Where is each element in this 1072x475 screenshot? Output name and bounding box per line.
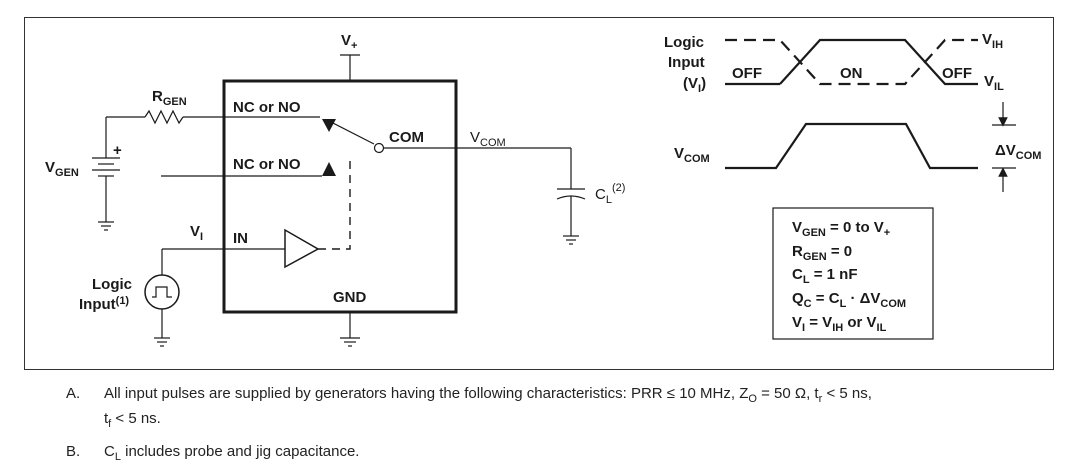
test-circuit-diagram: V+ GND NC or NO NC or NO COM IN RGEN VCO…: [45, 31, 1041, 347]
rgen-label: RGEN: [152, 88, 187, 108]
timing-logic-label-2: Input: [668, 54, 705, 71]
off-right-label: OFF: [942, 65, 972, 82]
delta-vcom-arrows: [992, 102, 1016, 192]
vgen-label: VGEN: [45, 159, 79, 179]
logic-input-source: [144, 248, 285, 347]
vgen-source: [92, 117, 120, 231]
timing-logic-label-3: (VI): [683, 75, 706, 95]
contact-top-triangle: [322, 119, 336, 132]
condition-cl: CL = 1 nF: [792, 266, 858, 286]
note-a: A. All input pulses are supplied by gene…: [66, 384, 1046, 434]
battery-plus-sign: +: [113, 142, 122, 159]
figure-frame: [24, 17, 1054, 370]
note-a-text: All input pulses are supplied by generat…: [104, 385, 872, 430]
logic-input-label-line1: Logic: [92, 276, 132, 293]
driver-buffer-triangle: [284, 228, 320, 269]
ic-ground-symbol: [340, 312, 360, 347]
delta-vcom-label: ΔVCOM: [995, 142, 1041, 162]
contact-bottom-triangle: [322, 162, 336, 176]
off-left-label: OFF: [732, 65, 762, 82]
vil-label: VIL: [984, 73, 1004, 93]
note-b-text: CL includes probe and jig capacitance.: [104, 443, 360, 463]
timing-vcom-label: VCOM: [674, 145, 710, 165]
load-capacitor: [556, 148, 586, 245]
test-conditions-box: [772, 207, 934, 340]
logic-input-label-line2: Input(1): [79, 295, 129, 313]
supply-label: V+: [341, 32, 357, 52]
condition-vi: VI = VIH or VIL: [792, 314, 887, 334]
rgen-resistor: [106, 109, 320, 125]
switch-ic-box: [222, 79, 458, 314]
note-b-letter: B.: [66, 443, 81, 460]
gnd-pin-label: GND: [333, 289, 367, 306]
note-b: B. CL includes probe and jig capacitance…: [66, 442, 1046, 467]
vi-label: VI: [190, 223, 203, 243]
condition-rgen: RGEN = 0: [792, 243, 852, 263]
in-pin-label: IN: [233, 230, 248, 247]
condition-qc: QC = CL · ΔVCOM: [792, 290, 906, 310]
note-a-letter: A.: [66, 385, 81, 402]
switch-arm: [328, 120, 375, 145]
control-link-dashed: [318, 158, 351, 250]
com-pivot: [373, 142, 385, 154]
cl-label: CL(2): [595, 182, 625, 206]
nc-no-pin-label-2: NC or NO: [233, 156, 301, 173]
vih-label: VIH: [982, 31, 1003, 51]
nc-no-pin-label-1: NC or NO: [233, 99, 301, 116]
supply-terminal: [340, 54, 360, 81]
vcom-waveform: [725, 122, 978, 170]
condition-vgen: VGEN = 0 to V+: [792, 219, 890, 239]
timing-logic-label-1: Logic: [664, 34, 704, 51]
com-pin-label: COM: [389, 129, 424, 146]
logic-input-waveform: [725, 38, 978, 86]
vcom-node-label: VCOM: [470, 129, 506, 149]
on-label: ON: [840, 65, 863, 82]
figure-notes: A. All input pulses are supplied by gene…: [66, 384, 1046, 475]
